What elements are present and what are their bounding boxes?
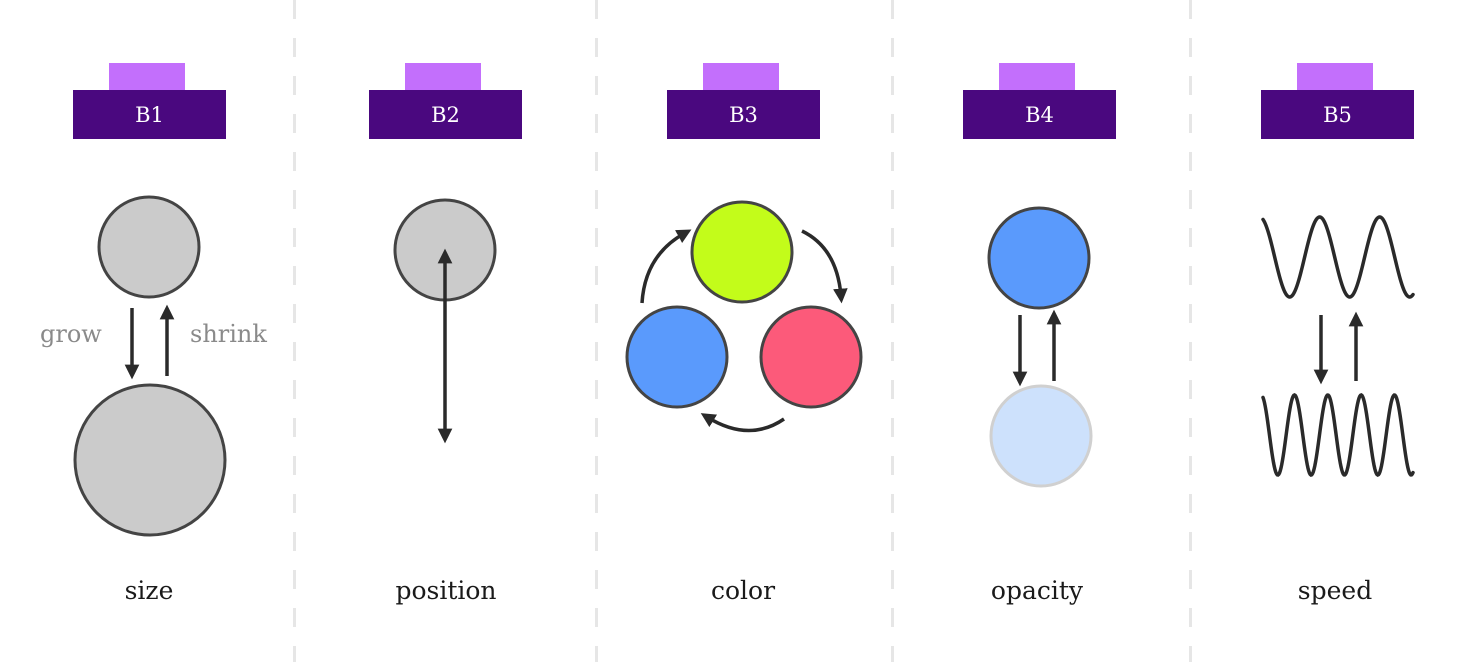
- column-divider-3: [891, 0, 894, 662]
- curved-arrow-icon: [640, 229, 692, 304]
- pink-circle: [759, 305, 863, 409]
- curved-arrow-icon: [801, 229, 848, 304]
- size-diagram: [73, 195, 227, 537]
- button-b1-label: B1: [73, 90, 226, 139]
- opacity-diagram: [987, 206, 1093, 488]
- button-b3-label: B3: [667, 90, 820, 139]
- curved-arrow-icon: [700, 413, 785, 433]
- button-b5-label: B5: [1261, 90, 1414, 139]
- blue-circle: [625, 305, 729, 409]
- small-circle: [97, 195, 201, 299]
- button-b4-cap: [999, 63, 1075, 90]
- grow-label: grow: [40, 320, 102, 348]
- position-diagram: [393, 198, 497, 444]
- button-b3-cap: [703, 63, 779, 90]
- button-b2-label: B2: [369, 90, 522, 139]
- panel-label-position: position: [395, 576, 497, 605]
- speed-diagram: [1261, 215, 1415, 477]
- lime-circle: [690, 200, 794, 304]
- panel-label-opacity: opacity: [990, 576, 1084, 605]
- button-b4-label: B4: [963, 90, 1116, 139]
- button-b1-cap: [109, 63, 185, 90]
- panel-label-color: color: [710, 576, 776, 605]
- panel-label-speed: speed: [1297, 576, 1373, 605]
- button-b5-cap: [1297, 63, 1373, 90]
- button-b2-cap: [405, 63, 481, 90]
- shrink-label: shrink: [190, 320, 267, 348]
- sine-wave-icon: [1261, 393, 1415, 477]
- column-divider-4: [1189, 0, 1192, 662]
- opaque-circle: [987, 206, 1091, 310]
- sine-wave-icon: [1261, 215, 1415, 299]
- color-diagram: [625, 200, 863, 433]
- column-divider-2: [595, 0, 598, 662]
- large-circle: [73, 383, 227, 537]
- column-divider-1: [293, 0, 296, 662]
- transparent-circle: [989, 384, 1093, 488]
- panel-label-size: size: [124, 576, 174, 605]
